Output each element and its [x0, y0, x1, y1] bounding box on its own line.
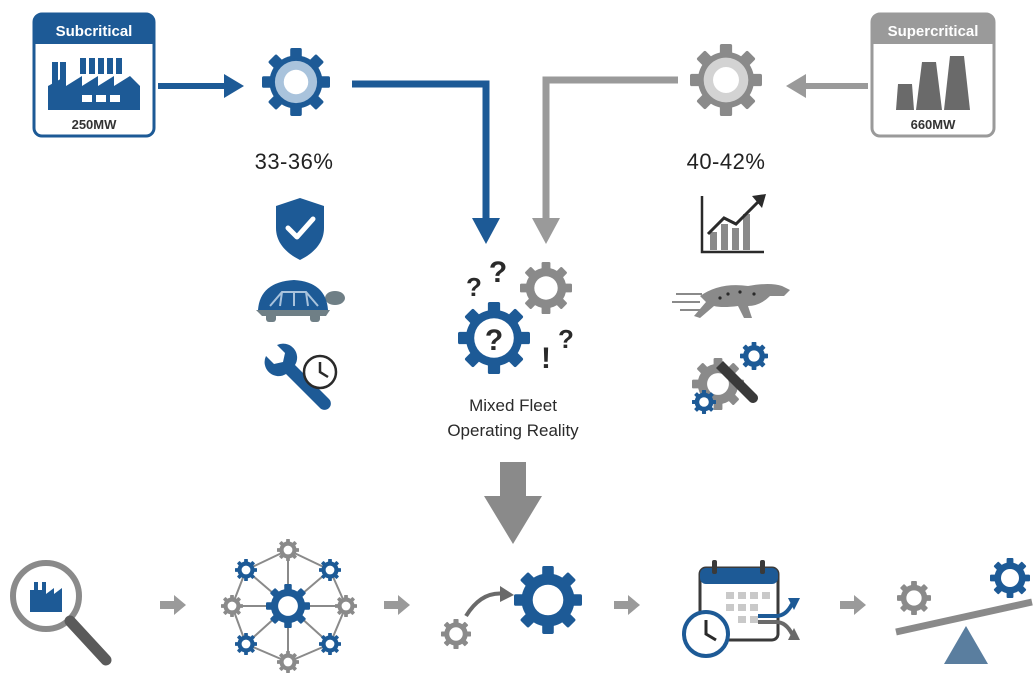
factory-icon [48, 58, 140, 110]
shield-check-icon [276, 198, 324, 260]
cheetah-icon [672, 284, 790, 318]
supercritical-gear-icon [690, 44, 762, 116]
flow-arrow-1 [160, 595, 186, 615]
cooling-tower-icon [896, 56, 970, 110]
subcritical-card: Subcritical 250MW [32, 12, 156, 138]
gear-network-icon [221, 539, 357, 673]
balance-gears-icon [895, 558, 1033, 664]
arrow-supercritical-to-gear [786, 74, 868, 98]
svg-text:?: ? [485, 324, 503, 357]
supercritical-title: Supercritical [888, 23, 979, 40]
gear-transfer-icon [441, 566, 582, 649]
flow-arrow-4 [840, 595, 866, 615]
svg-text:!: ! [541, 342, 551, 375]
center-label-line1: Mixed Fleet [469, 396, 557, 415]
arrow-gray-to-center [532, 76, 678, 244]
flow-arrow-2 [384, 595, 410, 615]
supercritical-efficiency: 40-42% [687, 149, 766, 174]
arrow-blue-to-center [352, 80, 500, 244]
flow-arrow-3 [614, 595, 640, 615]
subcritical-gear-icon [262, 48, 330, 116]
gears-wrench-icon [692, 342, 768, 414]
magnifier-factory-icon [10, 560, 112, 666]
subcritical-efficiency: 33-36% [255, 149, 334, 174]
svg-text:?: ? [489, 256, 507, 289]
supercritical-capacity: 660MW [911, 117, 957, 132]
subcritical-capacity: 250MW [72, 117, 118, 132]
growth-chart-icon [700, 194, 766, 254]
calendar-schedule-icon [682, 560, 800, 658]
question-gears-icon: ? ? ? ! ? [458, 256, 574, 375]
supercritical-card: Supercritical 660MW [870, 12, 996, 138]
svg-text:?: ? [466, 272, 482, 302]
down-arrow [484, 462, 542, 544]
svg-text:?: ? [558, 324, 574, 354]
turtle-icon [256, 280, 345, 322]
subcritical-title: Subcritical [56, 23, 133, 40]
wrench-clock-icon [264, 343, 338, 410]
arrow-subcritical-to-gear [158, 74, 244, 98]
center-label-line2: Operating Reality [447, 421, 579, 440]
